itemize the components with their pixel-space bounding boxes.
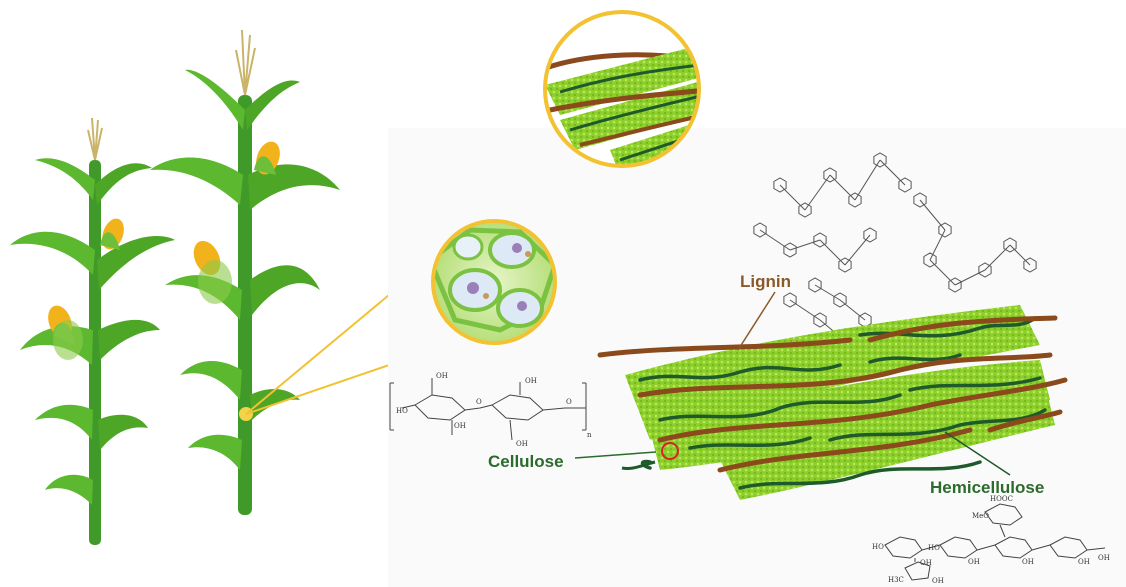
- hemi-group-3: HO: [872, 543, 884, 551]
- hemi-group-4: OH: [920, 559, 932, 567]
- cellulose-group-4: OH: [454, 422, 466, 430]
- hemi-group-11: OH: [1098, 554, 1110, 562]
- cellulose-group-8: n: [587, 431, 592, 439]
- cellulose-group-1: OH: [436, 372, 448, 380]
- plant-cell-icon: [430, 221, 555, 343]
- corn-plant-left: [10, 118, 175, 545]
- hemi-group-5: HO: [928, 544, 940, 552]
- cellulose-group-7: O: [566, 398, 572, 406]
- corn-plant-right: [150, 30, 340, 515]
- hemi-group-6: OH: [968, 558, 980, 566]
- hemicellulose-label: Hemicellulose: [930, 478, 1044, 497]
- hemi-group-7: OH: [1022, 558, 1034, 566]
- lignin-label: Lignin: [740, 272, 791, 291]
- corn-plant-icon: [10, 30, 340, 545]
- hemi-group-8: OH: [1078, 558, 1090, 566]
- cellulose-group-5: OH: [525, 377, 537, 385]
- hemi-group-2: MeO: [972, 512, 989, 520]
- cellulose-group-6: OH: [516, 440, 528, 448]
- hemi-group-10: OH: [932, 577, 944, 585]
- cellulose-group-3: O: [476, 398, 482, 406]
- hemi-group-9: H3C: [888, 576, 904, 584]
- cellulose-label: Cellulose: [488, 452, 564, 471]
- cellulose-group-2: HO: [396, 407, 408, 415]
